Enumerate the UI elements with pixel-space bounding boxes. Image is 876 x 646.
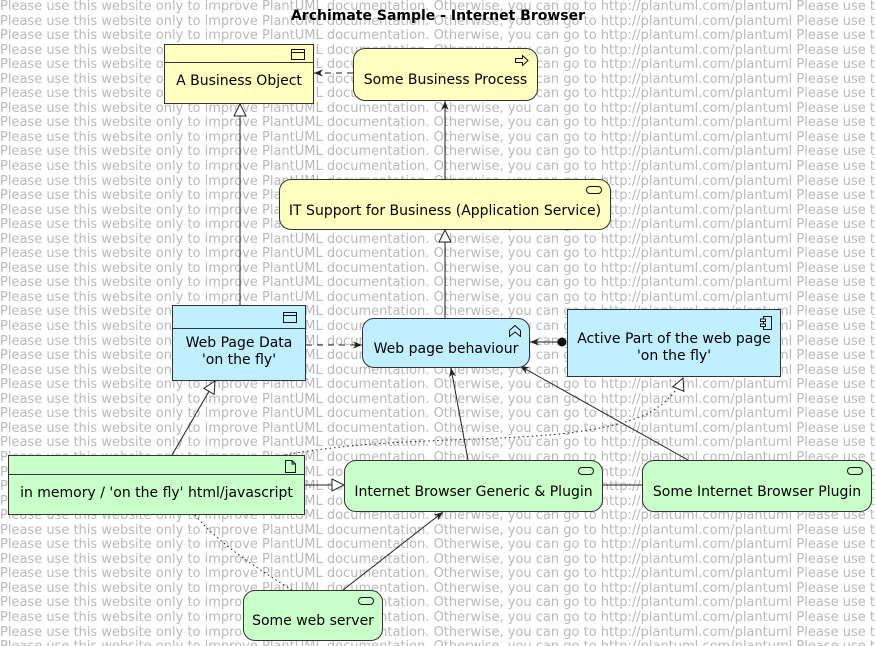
watermark-line: Please use this website only to improve … [0,100,876,116]
web-server-node[interactable]: Some web server [243,590,383,641]
edge-inmemory-to-activepart [284,378,683,456]
business-object-label: A Business Object [176,72,302,89]
watermark-line: Please use this website only to improve … [0,275,876,291]
watermark-line: Please use this website only to improve … [0,159,876,175]
watermark-line: Please use this website only to improve … [0,144,876,160]
edge-server-to-browser [342,511,444,591]
watermark-line: Please use this website only to improve … [0,566,876,582]
service-icon [578,467,594,475]
browser-generic-node[interactable]: Internet Browser Generic & Plugin [344,460,603,512]
watermark-line: Please use this website only to improve … [0,377,876,393]
artifact-icon [285,460,296,473]
function-icon [509,325,521,337]
watermark-line: Please use this website only to improve … [0,551,876,567]
edge-plugin-to-behaviour [519,365,689,461]
edge-browser-to-behaviour [449,367,469,461]
web-server-label: Some web server [252,613,374,629]
watermark-line: Please use this website only to improve … [0,435,876,451]
edge-inmemory-to-server [194,514,293,591]
browser-plugin-label: Some Internet Browser Plugin [652,483,862,500]
edge-inmemory-to-webdata [171,381,215,456]
watermark-line: Please use this website only to improve … [0,246,876,262]
watermark-line: Please use this website only to improve … [0,129,876,145]
browser-generic-label: Internet Browser Generic & Plugin [354,483,593,500]
watermark-line: Please use this website only to improve … [0,28,876,44]
web-page-data-node[interactable]: Web Page Data 'on the fly' [172,305,306,381]
diagram-title: Archimate Sample - Internet Browser [290,8,586,24]
business-object-icon [291,49,305,60]
watermark-line: Please use this website only to improve … [0,260,876,276]
it-support-label: IT Support for Business (Application Ser… [288,203,602,219]
in-memory-artifact-node[interactable]: in memory / 'on the fly' html/javascript [8,455,305,515]
watermark-line: Please use this website only to improve … [0,537,876,553]
watermark-line: Please use this website only to improve … [0,595,876,611]
watermark-line: Please use this website only to improve … [0,640,876,646]
data-object-icon [283,312,297,323]
watermark-line: Please use this website only to improve … [0,13,876,29]
component-icon [760,316,772,330]
web-page-behaviour-node[interactable]: Web page behaviour [362,318,530,368]
active-part-label: Active Part of the web page 'on the fly' [577,331,771,364]
service-icon [847,467,863,475]
watermark-line: Please use this website only to improve … [0,580,876,596]
browser-plugin-node[interactable]: Some Internet Browser Plugin [642,460,872,512]
process-arrow-icon [515,55,529,66]
watermark-line: Please use this website only to improve … [0,406,876,422]
watermark-line: Please use this website only to improve … [0,609,876,625]
watermark-line: Please use this website only to improve … [0,624,876,640]
watermark-line: Please use this website only to improve … [0,0,876,14]
business-object-node[interactable]: A Business Object [164,44,314,104]
web-page-data-label: Web Page Data 'on the fly' [185,335,293,368]
in-memory-label: in memory / 'on the fly' html/javascript [20,484,293,501]
watermark-line: Please use this website only to improve … [0,115,876,131]
watermark-line: Please use this website only to improve … [0,231,876,247]
service-icon [358,597,374,605]
web-page-behaviour-label: Web page behaviour [373,340,519,357]
business-process-node[interactable]: Some Business Process [353,48,538,101]
business-process-label: Some Business Process [363,72,528,88]
watermark-line: Please use this website only to improve … [0,289,876,305]
active-part-node[interactable]: Active Part of the web page 'on the fly' [567,309,781,377]
watermark-line: Please use this website only to improve … [0,522,876,538]
watermark-line: Please use this website only to improve … [0,420,876,436]
watermark-line: Please use this website only to improve … [0,391,876,407]
it-support-node[interactable]: IT Support for Business (Application Ser… [279,179,611,230]
service-icon [586,186,602,194]
